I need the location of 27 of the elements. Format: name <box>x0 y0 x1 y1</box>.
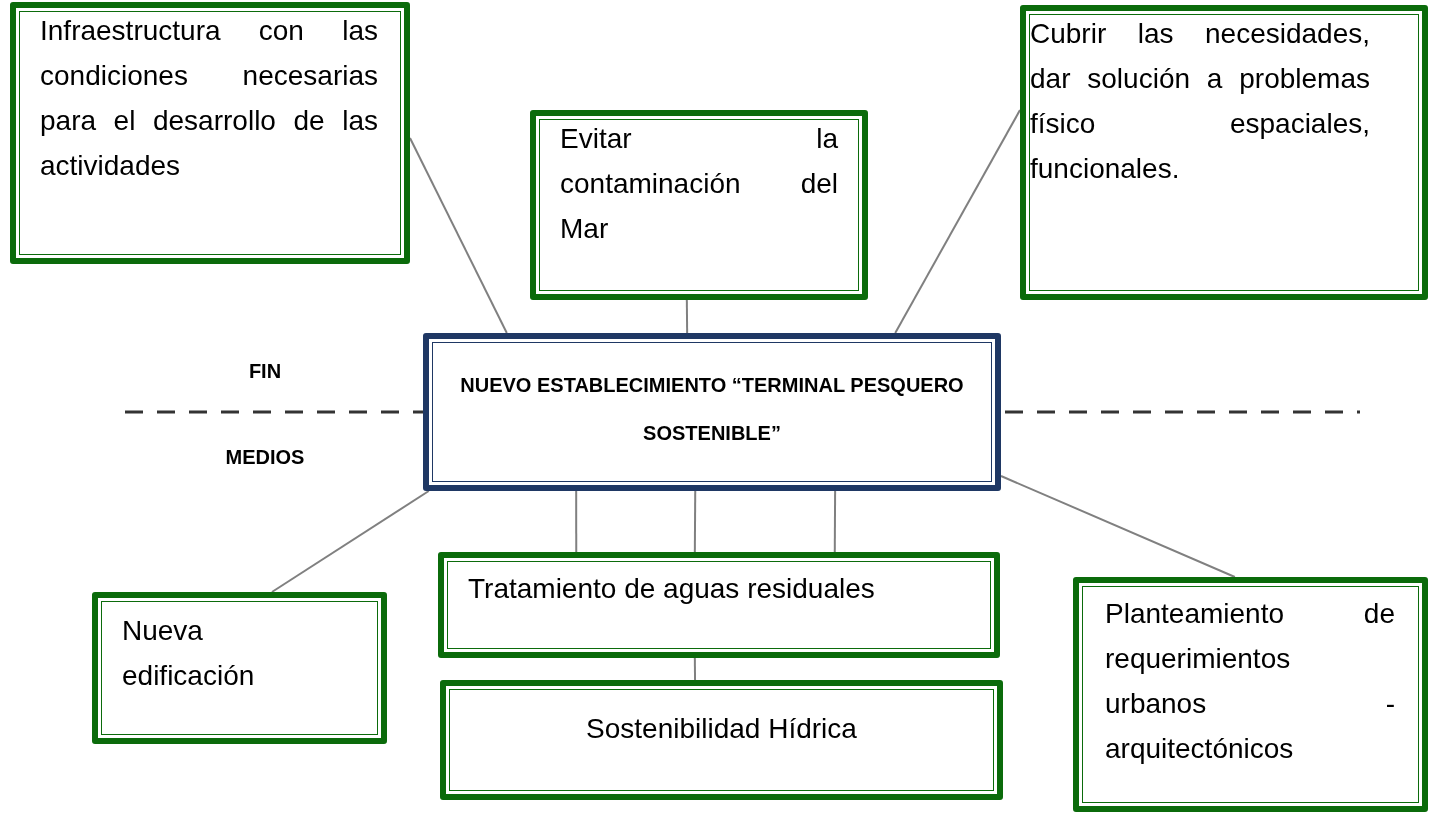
connector-line <box>409 137 508 334</box>
connector-line <box>270 490 430 593</box>
objective-box <box>1073 577 1428 812</box>
box-text: Nueva edificación <box>122 614 256 693</box>
section-label: FIN <box>247 359 283 384</box>
box-text: Infraestructura con las condiciones necesarias para el desarrollo de las actividades <box>40 14 378 183</box>
box-text: Tratamiento de aguas residuales <box>468 572 876 606</box>
objective-box <box>1020 5 1428 300</box>
connector-line <box>685 299 689 334</box>
box-text: Cubrir las necesidades, dar solución a problemas físico espaciales, funcionales. <box>1030 17 1370 186</box>
connector-line <box>693 490 697 553</box>
box-text: Planteamiento de requerimientos urbanos - arquitectónicos <box>1105 597 1395 766</box>
objective-box <box>438 552 1000 658</box>
box-text: Sostenibilidad Hídrica <box>585 712 858 746</box>
main-goal-box <box>423 333 1001 491</box>
connector-line <box>894 109 1021 334</box>
connector-line <box>833 490 837 553</box>
objective-box <box>92 592 387 744</box>
section-label: MEDIOS <box>224 445 306 470</box>
box-text: NUEVO ESTABLECIMIENTO “TERMINAL PESQUERO SOSTENIBLE” <box>459 373 965 446</box>
objective-box <box>10 2 410 264</box>
objective-box <box>530 110 868 300</box>
connector-line <box>1000 475 1236 578</box>
box-text: Evitar la contaminación del Mar <box>560 122 838 246</box>
objective-box <box>440 680 1003 800</box>
connector-line <box>575 490 578 553</box>
connector-line <box>693 657 697 681</box>
